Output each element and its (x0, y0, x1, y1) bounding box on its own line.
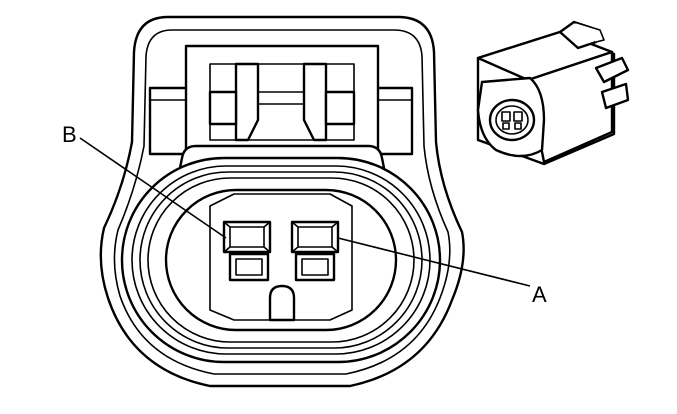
terminal-a (290, 220, 340, 282)
leader-line-b (79, 137, 227, 239)
callout-label-b: B (62, 122, 77, 147)
latch-housing (148, 44, 414, 156)
leader-line-a (337, 237, 531, 287)
connector-body-inner-outline (113, 29, 451, 375)
terminal-b (222, 220, 272, 282)
connector-isometric-view (476, 20, 630, 166)
keying-tab (268, 284, 296, 322)
callout-label-a: A (532, 282, 547, 307)
connector-face-view (99, 15, 465, 388)
